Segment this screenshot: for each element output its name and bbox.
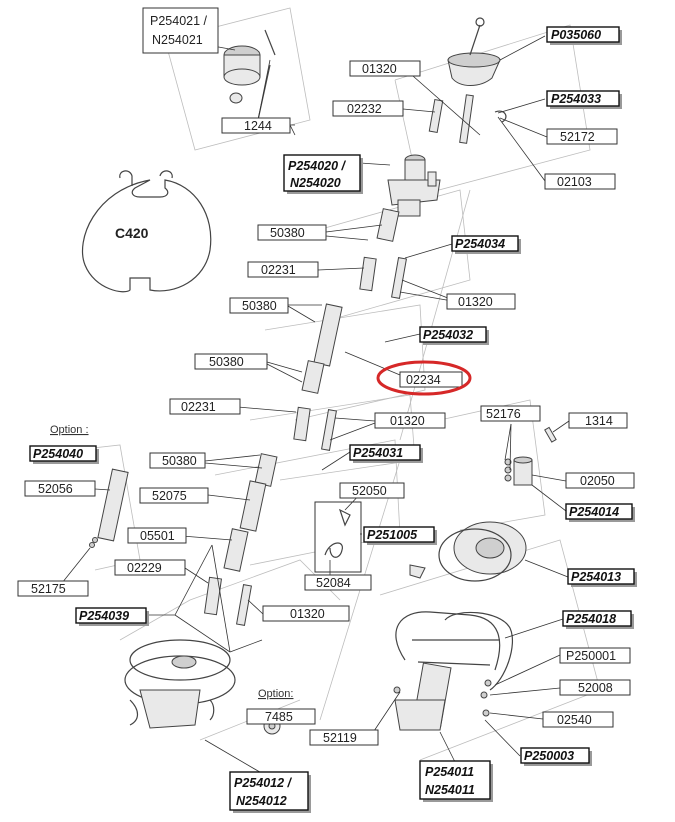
- part-labels: P254021 / N254021 P035060 01320 P254033 …: [17, 7, 637, 813]
- label-n254012: N254012: [236, 794, 287, 808]
- label-p254011: P254011: [425, 765, 474, 779]
- label-52008: 52008: [578, 681, 613, 695]
- label-p035060: P035060: [551, 28, 601, 42]
- c420-profile: C420: [81, 170, 212, 293]
- label-p250003: P250003: [524, 749, 574, 763]
- label-p254031: P254031: [353, 446, 403, 460]
- label-50380-c: 50380: [209, 355, 244, 369]
- label-02050: 02050: [580, 474, 615, 488]
- label-p254033: P254033: [551, 92, 601, 106]
- label-05501: 05501: [140, 529, 175, 543]
- label-7485: 7485: [265, 710, 293, 724]
- c420-label: C420: [115, 225, 149, 241]
- label-p254040: P254040: [33, 447, 83, 461]
- highlight-ring: [376, 360, 472, 396]
- label-02229: 02229: [127, 561, 162, 575]
- label-p250001: P250001: [566, 649, 616, 663]
- label-52084: 52084: [316, 576, 351, 590]
- label-52050: 52050: [352, 484, 387, 498]
- label-p254034: P254034: [455, 237, 505, 251]
- label-50380-a: 50380: [270, 226, 305, 240]
- label-02231-a: 02231: [261, 263, 296, 277]
- label-52175: 52175: [31, 582, 66, 596]
- label-02540: 02540: [557, 713, 592, 727]
- label-1244: 1244: [244, 119, 272, 133]
- label-50380-d: 50380: [162, 454, 197, 468]
- label-02103: 02103: [557, 175, 592, 189]
- label-n254011: N254011: [425, 783, 475, 797]
- label-02231-b: 02231: [181, 400, 216, 414]
- label-p254018: P254018: [566, 612, 616, 626]
- label-02232: 02232: [347, 102, 382, 116]
- label-n254020: N254020: [290, 176, 341, 190]
- label-p254032: P254032: [423, 328, 473, 342]
- label-01320-d: 01320: [290, 607, 325, 621]
- label-n254021: N254021: [152, 33, 203, 47]
- label-01320-c: 01320: [390, 414, 425, 428]
- label-02234: 02234: [406, 373, 441, 387]
- label-option-1: Option :: [50, 424, 89, 436]
- label-p251005: P251005: [367, 528, 418, 542]
- label-52075: 52075: [152, 489, 187, 503]
- assembly-frames: [74, 7, 601, 761]
- p251005-part-frame: [314, 501, 362, 573]
- label-01320-top: 01320: [362, 62, 397, 76]
- label-p254013: P254013: [571, 570, 621, 584]
- label-50380-b: 50380: [242, 299, 277, 313]
- label-01320-b: 01320: [458, 295, 493, 309]
- label-1314: 1314: [585, 414, 613, 428]
- label-p254039: P254039: [79, 609, 129, 623]
- label-52119: 52119: [323, 731, 357, 745]
- label-p254020: P254020 /: [288, 159, 347, 173]
- label-52176: 52176: [486, 407, 521, 421]
- label-option-2: Option:: [258, 688, 293, 700]
- label-p254021: P254021 /: [150, 14, 208, 28]
- label-p254012: P254012 /: [234, 776, 293, 790]
- part-drawings: [89, 17, 557, 735]
- label-p254014: P254014: [569, 505, 619, 519]
- label-52056: 52056: [38, 482, 73, 496]
- label-52172: 52172: [560, 130, 595, 144]
